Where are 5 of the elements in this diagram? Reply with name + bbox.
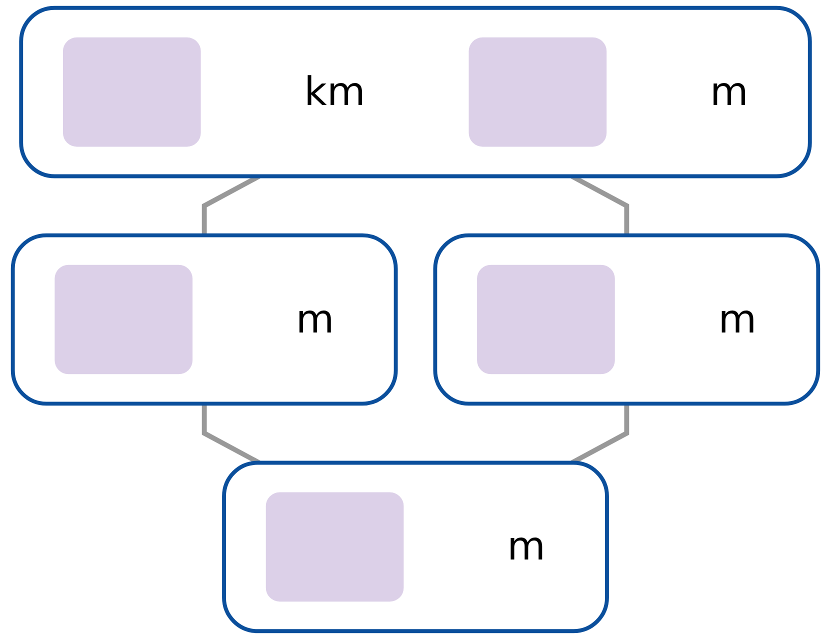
- unit-label: km: [304, 69, 366, 115]
- unit-label: m: [718, 296, 757, 342]
- unit-label: m: [507, 524, 546, 570]
- unit-label: m: [296, 296, 334, 342]
- unit-label: m: [710, 69, 748, 115]
